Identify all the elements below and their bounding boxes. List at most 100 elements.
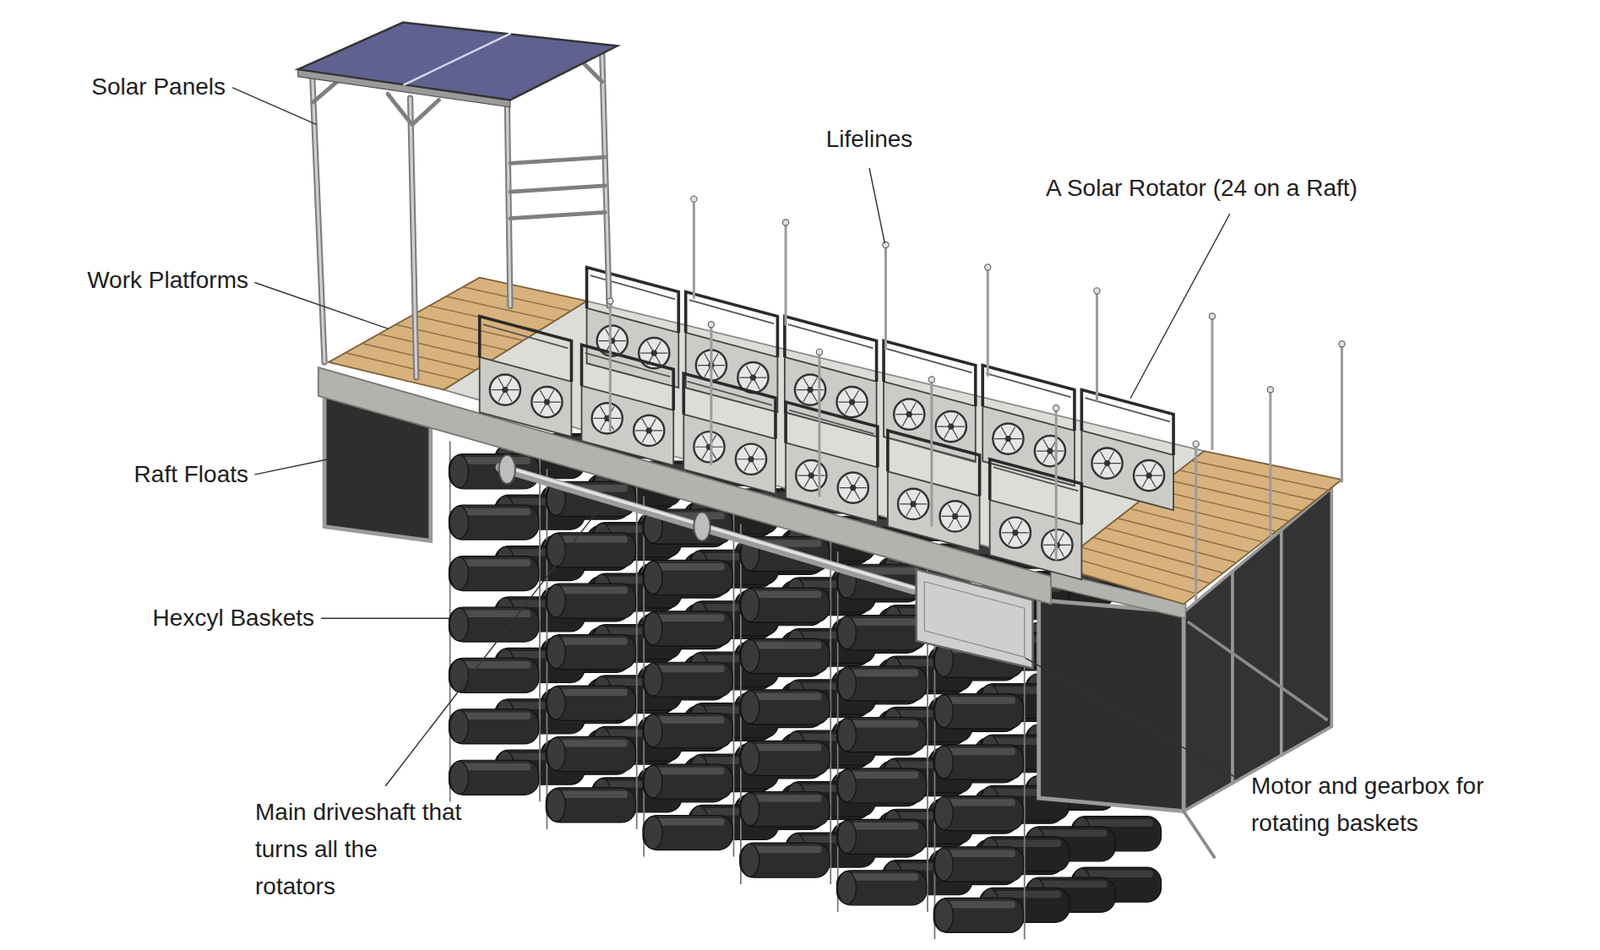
rotator-frame [887, 430, 980, 496]
leader-line [869, 168, 885, 243]
solar-rotator [990, 459, 1083, 581]
float-frame [1230, 571, 1235, 784]
basket-end-cap [934, 695, 953, 729]
basket-highlight [943, 748, 1016, 756]
rotator-frame [982, 365, 1075, 431]
basket-highlight [555, 689, 628, 697]
hexcyl-basket [448, 760, 539, 795]
basket-highlight [750, 744, 822, 752]
wheel-hub [646, 427, 653, 434]
rotator-bay [685, 332, 779, 413]
platform-plank-gap [1191, 460, 1329, 490]
basket-end-cap [838, 667, 857, 701]
raft-float [1039, 600, 1185, 812]
hexcyl-basket [642, 560, 733, 595]
basket-end-cap [643, 612, 663, 646]
hexcyl-basket [836, 717, 926, 752]
basket-highlight [459, 712, 532, 719]
wheel-hub [1145, 472, 1152, 479]
rotator-wheel [897, 489, 929, 520]
rotator-wheel [992, 423, 1024, 454]
basket-body [933, 897, 1024, 933]
hexcyl-basket [545, 685, 636, 721]
basket-end-cap [643, 561, 663, 595]
rotator-crossbar [986, 373, 1071, 398]
basket-highlight [750, 642, 822, 649]
wheel-hub [849, 484, 856, 491]
rotator-wheel [795, 460, 827, 491]
basket-highlight [555, 790, 628, 798]
lifeline-top [1192, 440, 1199, 447]
hexcyl-basket [642, 815, 733, 850]
tower-post [312, 75, 325, 363]
wheel-hub [848, 398, 855, 405]
basket-body [836, 768, 926, 804]
basket-end-cap [546, 686, 566, 720]
basket-highlight [847, 873, 920, 881]
platform-plank-gap [345, 353, 460, 381]
tower-post-shine [312, 75, 325, 363]
basket-highlight [943, 901, 1016, 909]
tower-brace [412, 99, 439, 125]
lifeline-top [1053, 405, 1060, 412]
rotator-crossbar [892, 439, 976, 463]
basket-end-cap [450, 455, 469, 489]
lifeline-top [1208, 313, 1215, 320]
rotator-frame [784, 316, 877, 382]
hexcyl-basket [740, 843, 830, 878]
basket-end-cap [740, 691, 760, 724]
basket-end-cap [546, 584, 566, 618]
solar-rotator [587, 267, 680, 389]
solar-panel [298, 22, 618, 101]
leader-line [255, 282, 388, 329]
hexcyl-basket [545, 583, 636, 619]
basket-body [545, 635, 636, 670]
rotator-frame [587, 267, 680, 333]
ladder-rung [510, 185, 605, 192]
basket-end-cap [450, 608, 469, 642]
hexcyl-basket [448, 658, 539, 693]
wheel-hub [1104, 460, 1111, 467]
hexcyl-basket [933, 694, 1024, 730]
wheel-hub [750, 374, 757, 381]
basket-highlight [1035, 829, 1108, 837]
solar-rotator [1081, 390, 1174, 512]
basket-body [933, 796, 1024, 832]
ladder-rung [510, 157, 605, 164]
rotator-crossbar [994, 467, 1078, 491]
part-label: Work Platforms [87, 261, 249, 300]
rotator-wheel [1133, 460, 1165, 491]
platform-plank-gap [1154, 489, 1290, 522]
rotator-frame [683, 373, 776, 439]
rotator-wheel [489, 374, 521, 405]
basket-highlight [555, 587, 628, 594]
basket-highlight [990, 891, 1062, 898]
platform-plank-gap [379, 334, 492, 361]
basket-highlight [750, 794, 822, 802]
rotator-wheel [836, 386, 867, 418]
rotator-crossbar [687, 381, 772, 406]
basket-end-cap [740, 588, 760, 622]
raft-drawing [232, 22, 1345, 940]
basket-body [545, 685, 636, 721]
hexcyl-basket [448, 556, 539, 592]
wheel-hub [806, 386, 813, 393]
platform-plank-gap [1167, 479, 1303, 512]
basket-end-cap [450, 506, 469, 539]
basket-end-cap [546, 533, 566, 567]
lifeline-top [928, 376, 935, 383]
work-platform [328, 277, 588, 391]
basket-end-cap [643, 663, 663, 697]
basket-highlight [459, 559, 532, 566]
hexcyl-basket [933, 796, 1024, 832]
hexcyl-basket [448, 505, 539, 540]
basket-body [740, 740, 830, 776]
basket-end-cap [934, 848, 953, 882]
basket-end-cap [934, 899, 953, 933]
lifeline-top [1267, 386, 1274, 393]
rotator-bay [982, 406, 1075, 486]
lifeline-top [985, 264, 991, 271]
shaft-coupling [499, 455, 516, 485]
basket-highlight [847, 720, 920, 728]
